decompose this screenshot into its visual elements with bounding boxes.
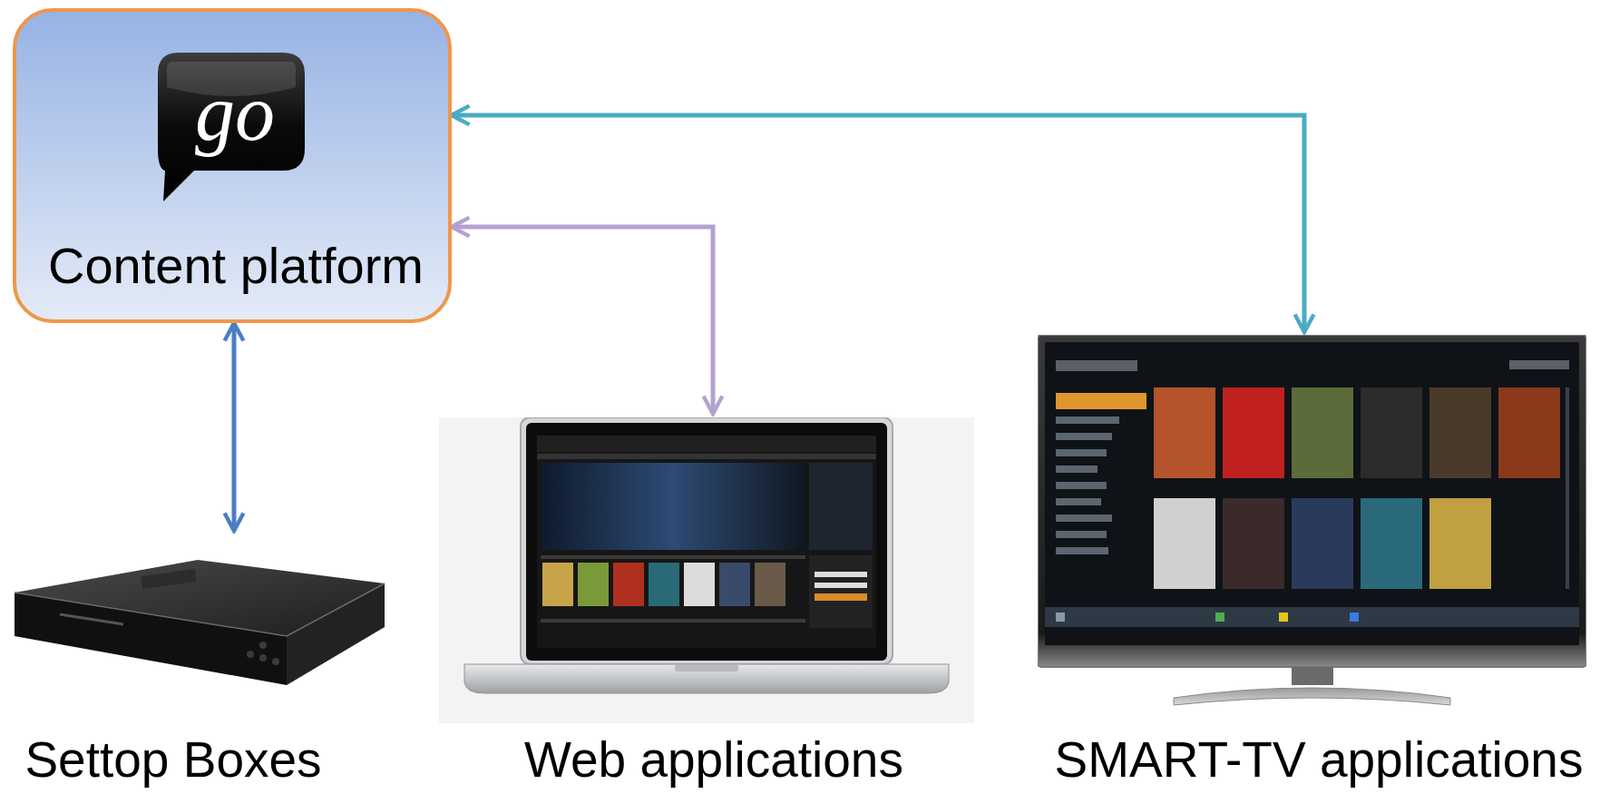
smart-tv-node: SMART-TV applications [1037, 331, 1593, 790]
device-label: SMART-TV applications [1054, 731, 1584, 789]
device-label: Settop Boxes [24, 731, 322, 789]
device-label: Web applications [524, 731, 904, 789]
smart-tv-illustration [1037, 334, 1587, 710]
settop-box-illustration [5, 556, 389, 694]
box-label: Content platform [48, 236, 424, 295]
double-arrow-connector [232, 322, 237, 531]
settop-node: Settop Boxes [3, 530, 394, 790]
logo-text: go [195, 67, 275, 159]
double-arrow-connector [451, 226, 713, 414]
laptop-illustration [439, 417, 975, 723]
web-app-node: Web applications [439, 413, 975, 790]
double-arrow-connector [451, 115, 1305, 332]
